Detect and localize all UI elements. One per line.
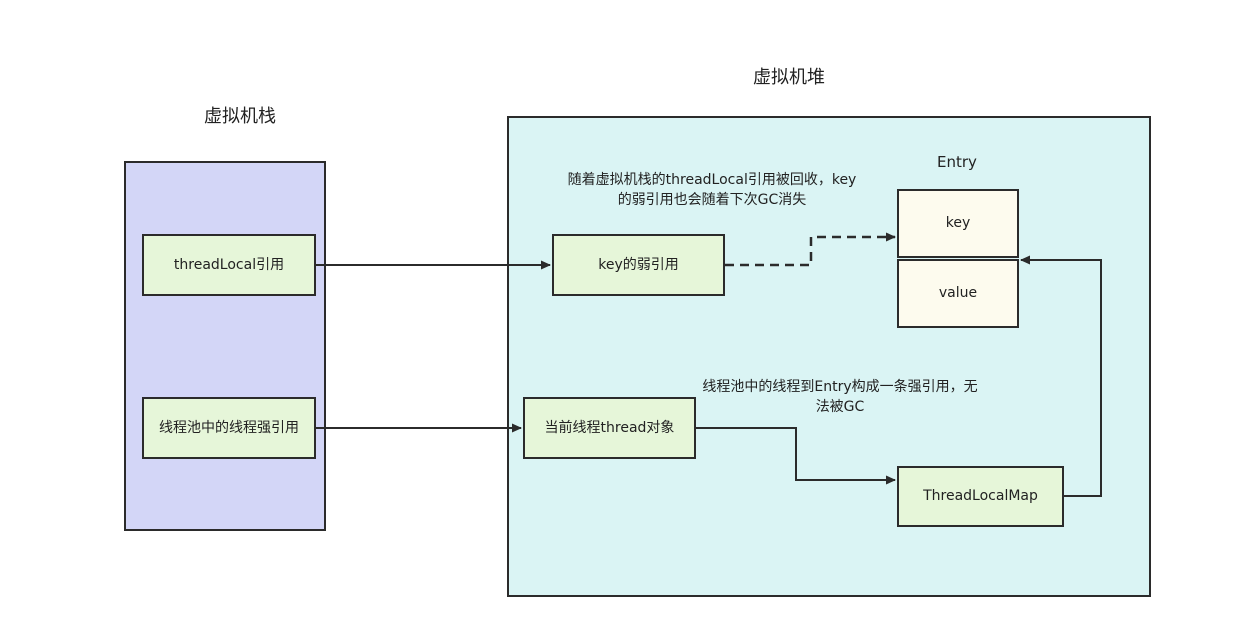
entry-title: Entry — [937, 153, 977, 171]
current-thread-label: 当前线程thread对象 — [544, 419, 675, 436]
strong-ref-note: 线程池中的线程到Entry构成一条强引用，无法被GC — [702, 379, 978, 415]
heap-title: 虚拟机堆 — [753, 67, 825, 88]
current-thread-box[interactable]: 当前线程thread对象 — [523, 397, 696, 459]
stack-panel — [124, 161, 326, 531]
pool-thread-ref-label: 线程池中的线程强引用 — [159, 419, 299, 436]
entry-value-box[interactable]: value — [897, 259, 1019, 328]
entry-value-label: value — [938, 285, 978, 301]
stack-title: 虚拟机栈 — [204, 106, 276, 127]
entry-key-box[interactable]: key — [897, 189, 1019, 258]
weak-key-label: key的弱引用 — [598, 256, 679, 273]
threadlocalmap-label: ThreadLocalMap — [923, 488, 1038, 504]
weak-ref-note: 随着虚拟机栈的threadLocal引用被回收，key的弱引用也会随着下次GC消… — [567, 172, 857, 208]
pool-thread-ref-box[interactable]: 线程池中的线程强引用 — [142, 397, 316, 459]
threadlocalmap-box[interactable]: ThreadLocalMap — [897, 466, 1064, 527]
threadlocal-ref-label: threadLocal引用 — [173, 256, 285, 273]
entry-key-label: key — [945, 215, 971, 231]
threadlocal-ref-box[interactable]: threadLocal引用 — [142, 234, 316, 296]
weak-key-box[interactable]: key的弱引用 — [552, 234, 725, 296]
